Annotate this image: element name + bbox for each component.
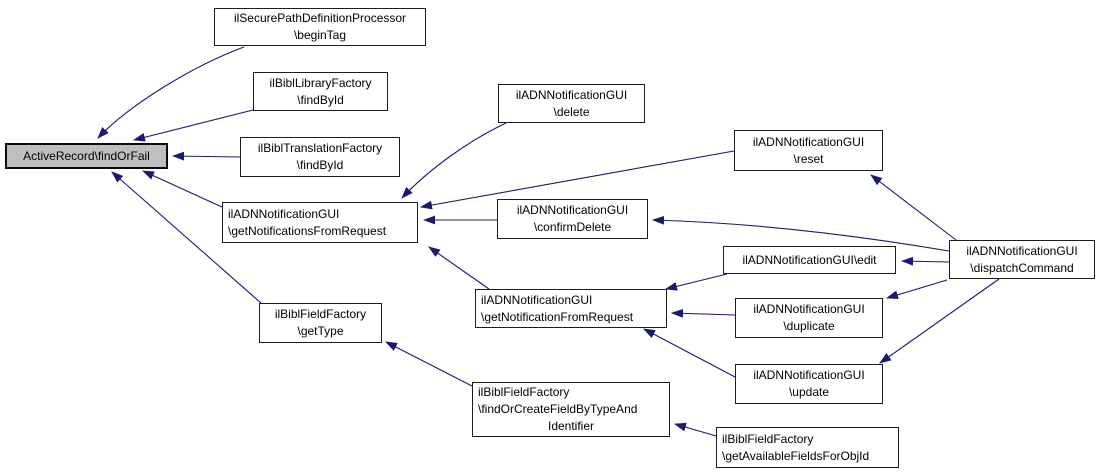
node-label-line: ilBiblFieldFactory xyxy=(722,431,814,446)
node-label-line: \getNotificationsFromRequest xyxy=(228,223,387,238)
edge-dispatchCommand-to-edit xyxy=(900,256,950,266)
node-label-line: ilADNNotificationGUI xyxy=(753,368,865,382)
node-label-line: \findOrCreateFieldByTypeAnd xyxy=(478,402,638,416)
node-findOrCreateFieldByTypeAndIdentifier[interactable]: ilBiblFieldFactory \findOrCreateFieldByTy… xyxy=(472,382,670,437)
edge-beginTag-to-findOrFail xyxy=(97,46,245,139)
node-label-line: \beginTag xyxy=(293,28,347,42)
node-label-line: \findById xyxy=(297,92,344,107)
edge-translationFindById-to-findOrFail xyxy=(171,151,241,161)
node-translationFindById[interactable]: ilBiblTranslationFactory \findById xyxy=(240,137,400,177)
node-label-line: ilADNNotificationGUI xyxy=(515,87,628,102)
node-label-line: \getType xyxy=(297,324,344,338)
node-label-line: \getAvailableFieldsForObjId xyxy=(722,448,870,463)
edge-getAvailableFieldsForObjId-to-findOrCreateFieldByTypeAndIdentifier xyxy=(673,422,717,437)
node-label-line: ilADNNotificationGUI xyxy=(966,243,1078,258)
edge-findOrCreateFieldByTypeAndIdentifier-to-getType xyxy=(385,341,473,387)
node-label-line: ilADNNotificationGUI xyxy=(228,206,340,221)
node-label-line: \findById xyxy=(296,158,344,172)
node-label-line: ilSecurePathDefinitionProcessor xyxy=(233,11,407,25)
node-label-line: ilBiblFieldFactory xyxy=(274,307,367,321)
edge-dispatchCommand-to-duplicate xyxy=(885,279,948,300)
node-label-line: \dispatchCommand xyxy=(970,260,1074,275)
node-edit[interactable]: ilADNNotificationGUI\edit xyxy=(723,246,896,274)
node-update[interactable]: ilADNNotificationGUI \update xyxy=(735,364,883,404)
node-getAvailableFieldsForObjId[interactable]: ilBiblFieldFactory \getAvailableFieldsFor… xyxy=(716,427,899,468)
node-label-line: ilADNNotificationGUI xyxy=(752,134,865,149)
node-label-line: ilBiblLibraryFactory xyxy=(269,75,372,90)
node-label-line: Identifier xyxy=(547,419,595,433)
node-beginTag[interactable]: ilSecurePathDefinitionProcessor \beginTag xyxy=(214,8,426,46)
node-label-line: ilADNNotificationGUI xyxy=(481,292,593,307)
node-label-line: ilBiblTranslationFactory xyxy=(257,141,383,155)
edge-libraryFindById-to-findOrFail xyxy=(132,109,254,142)
node-label-line: ilADNNotificationGUI xyxy=(516,203,629,217)
edge-delete-to-getNotificationsFromRequest xyxy=(401,122,507,199)
node-label-line: \reset xyxy=(793,151,824,166)
edge-duplicate-to-getNotificationFromRequest xyxy=(670,308,736,318)
node-libraryFindById[interactable]: ilBiblLibraryFactory \findById xyxy=(253,72,388,111)
node-getType[interactable]: ilBiblFieldFactory \getType xyxy=(259,303,382,343)
node-confirmDelete[interactable]: ilADNNotificationGUI \confirmDelete xyxy=(497,199,648,239)
node-label-line: \delete xyxy=(553,104,590,119)
node-delete[interactable]: ilADNNotificationGUI \delete xyxy=(498,84,645,123)
edge-edit-to-getNotificationFromRequest xyxy=(664,273,728,291)
node-label-line: \confirmDelete xyxy=(533,220,612,234)
edge-update-to-getNotificationFromRequest xyxy=(643,328,736,378)
node-label-line: ilADNNotificationGUI\edit xyxy=(742,252,877,267)
node-getNotificationsFromRequest[interactable]: ilADNNotificationGUI \getNotificationsFro… xyxy=(222,202,418,243)
node-label-line: ilADNNotificationGUI xyxy=(753,302,865,316)
node-duplicate[interactable]: ilADNNotificationGUI \duplicate xyxy=(735,298,883,338)
node-label-line: \update xyxy=(788,385,830,399)
node-findOrFail: ActiveRecord\findOrFail xyxy=(5,143,168,169)
node-reset[interactable]: ilADNNotificationGUI \reset xyxy=(734,130,883,171)
node-dispatchCommand[interactable]: ilADNNotificationGUI \dispatchCommand xyxy=(949,240,1095,279)
node-getNotificationFromRequest[interactable]: ilADNNotificationGUI \getNotificationFrom… xyxy=(475,289,667,328)
edge-dispatchCommand-to-update xyxy=(879,278,1000,364)
edge-getNotificationFromRequest-to-getNotificationsFromRequest xyxy=(428,246,490,290)
node-label-line: ActiveRecord\findOrFail xyxy=(23,148,150,163)
node-label-line: \getNotificationFromRequest xyxy=(481,309,634,324)
edge-getNotificationsFromRequest-to-findOrFail xyxy=(141,170,223,208)
edge-dispatchCommand-to-reset xyxy=(870,174,957,241)
node-label-line: \duplicate xyxy=(783,319,835,333)
node-label-line: ilBiblFieldFactory xyxy=(478,385,570,399)
